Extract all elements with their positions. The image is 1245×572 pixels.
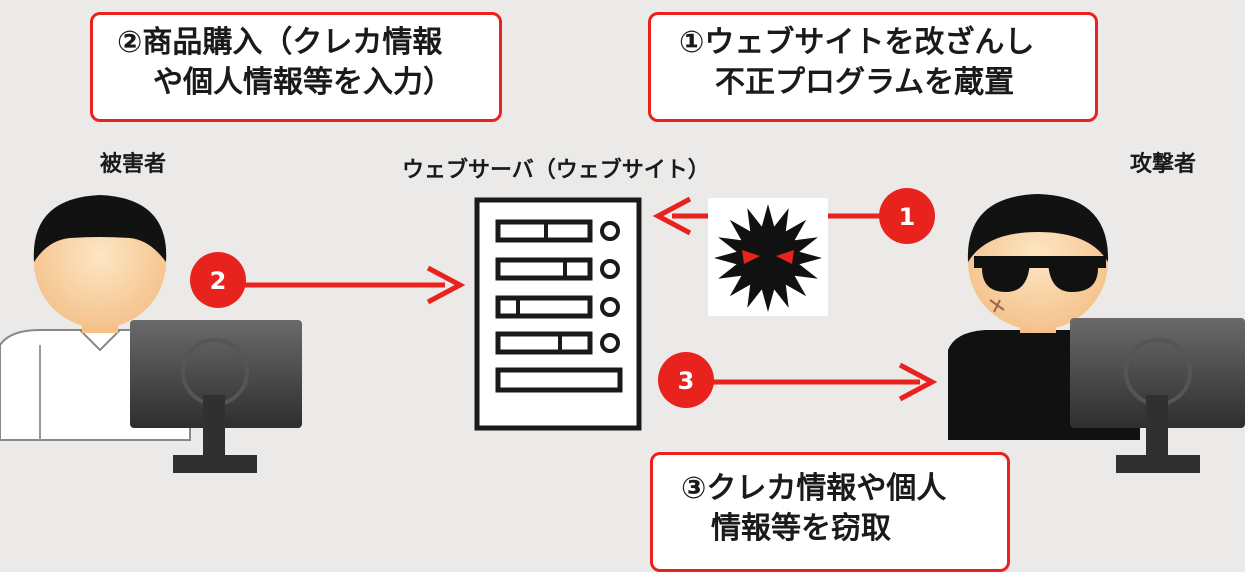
callout-step-2-line-1: ②商品購入（クレカ情報 [117,25,443,60]
badge-step-2: 2 [190,252,246,308]
hacker-with-sunglasses-icon [948,194,1245,473]
callout-step-3-line-2: 情報等を窃取 [711,511,891,546]
arrow-step-2 [220,265,466,305]
callout-step-1: ①ウェブサイトを改ざんし 不正プログラムを蔵置 [648,12,1098,122]
victim-label: 被害者 [100,152,167,177]
malware-virus-icon [708,198,828,316]
badge-step-3-text: 3 [678,367,695,395]
server-label: ウェブサーバ（ウェブサイト） [402,158,710,183]
callout-step-3-line-1: ③クレカ情報や個人 [681,471,947,506]
badge-step-1-text: 1 [899,203,916,231]
person-at-computer-icon [0,195,302,473]
callout-step-2: ②商品購入（クレカ情報 や個人情報等を入力） [90,12,502,122]
callout-step-1-line-2: 不正プログラムを蔵置 [715,65,1015,100]
badge-step-3: 3 [658,352,714,408]
callout-step-1-line-1: ①ウェブサイトを改ざんし [679,25,1035,60]
callout-step-2-line-2: や個人情報等を入力） [153,65,453,100]
badge-step-1: 1 [879,188,935,244]
arrow-step-3 [700,362,938,402]
server-rack-icon [474,197,642,431]
badge-step-2-text: 2 [210,267,227,295]
attacker-label: 攻撃者 [1130,152,1197,177]
